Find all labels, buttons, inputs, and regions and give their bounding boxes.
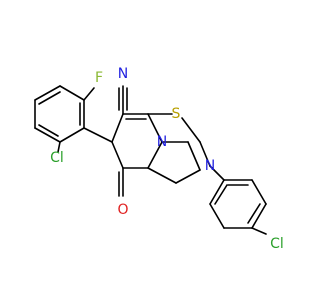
ring-nitrogen-a-label: N [157, 134, 167, 150]
oxygen-label: O [117, 202, 128, 218]
sulfur-label: S [172, 106, 181, 122]
ring-nitrogen-b-label: N [205, 158, 215, 174]
molecule-structure: F Cl N S N N O Cl [34, 66, 284, 252]
chlorine-aryl-label: Cl [50, 150, 64, 166]
chlorophenyl-ring-bonds [209, 165, 267, 235]
fluorine-label: F [95, 70, 103, 86]
chlorine-phenyl-label: Cl [270, 236, 284, 252]
core-ring-bonds [111, 85, 211, 197]
nitrile-nitrogen-label: N [118, 66, 128, 82]
aryl-ring-bonds [34, 85, 113, 153]
